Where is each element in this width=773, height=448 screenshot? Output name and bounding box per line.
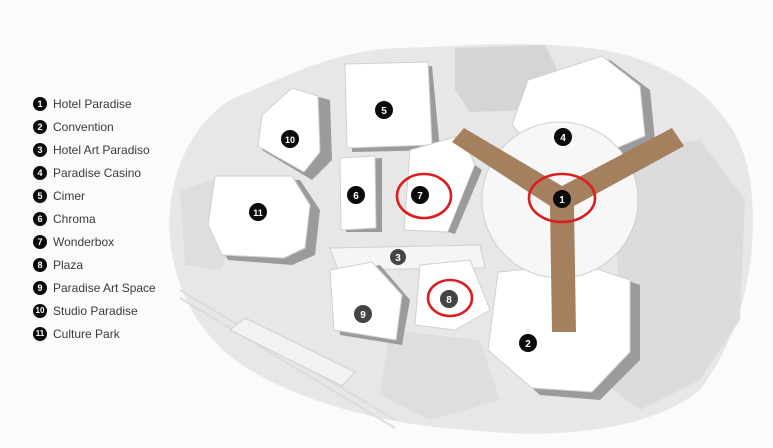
access-road (179, 289, 396, 429)
legend-label: Paradise Casino (53, 165, 142, 180)
marker-1[interactable]: 1 (553, 190, 571, 208)
legend-item[interactable]: 8 Plaza (33, 253, 156, 276)
legend-number: 6 (33, 211, 47, 226)
legend-item[interactable]: 3 Hotel Art Paradiso (33, 138, 156, 161)
legend-label: Culture Park (53, 326, 120, 341)
legend-number: 2 (33, 119, 47, 134)
marker-10[interactable]: 10 (281, 130, 299, 148)
marker-3[interactable]: 3 (390, 249, 406, 265)
svg-text:11: 11 (253, 208, 263, 218)
svg-text:1: 1 (559, 195, 565, 206)
legend-label: Wonderbox (53, 234, 115, 249)
map-markers: 1 2 3 4 5 6 7 8 9 10 11 (249, 101, 572, 352)
legend-label: Studio Paradise (53, 303, 138, 318)
svg-text:9: 9 (360, 310, 366, 321)
svg-text:8: 8 (446, 295, 452, 306)
legend-item[interactable]: 7 Wonderbox (33, 230, 156, 253)
legend-number: 7 (33, 234, 47, 249)
legend-number: 8 (33, 257, 47, 272)
svg-text:6: 6 (353, 191, 359, 202)
svg-text:10: 10 (285, 135, 295, 145)
legend-label: Cimer (53, 188, 85, 203)
legend-item[interactable]: 1 Hotel Paradise (33, 92, 156, 115)
legend-label: Hotel Art Paradiso (53, 142, 150, 157)
legend-item[interactable]: 4 Paradise Casino (33, 161, 156, 184)
legend-number: 9 (33, 280, 47, 295)
legend-label: Paradise Art Space (53, 280, 156, 295)
legend-label: Hotel Paradise (53, 96, 132, 111)
marker-6[interactable]: 6 (347, 186, 365, 204)
legend-number: 3 (33, 142, 47, 157)
legend-label: Chroma (53, 211, 96, 226)
legend-item[interactable]: 5 Cimer (33, 184, 156, 207)
legend-item[interactable]: 2 Convention (33, 115, 156, 138)
marker-8[interactable]: 8 (440, 290, 458, 308)
legend-item[interactable]: 10 Studio Paradise (33, 299, 156, 322)
highlight-wonderbox (395, 172, 453, 220)
legend-number: 4 (33, 165, 47, 180)
svg-text:3: 3 (395, 253, 401, 264)
marker-7[interactable]: 7 (411, 186, 429, 204)
hotel-paradise-walkway (452, 128, 684, 332)
marker-11[interactable]: 11 (249, 203, 267, 221)
legend-number: 11 (33, 326, 47, 341)
legend-label: Convention (53, 119, 114, 134)
svg-text:4: 4 (560, 133, 566, 144)
highlight-plaza (426, 278, 474, 318)
svg-text:7: 7 (417, 191, 423, 202)
svg-text:5: 5 (381, 106, 387, 117)
highlight-circles (395, 172, 597, 318)
marker-5[interactable]: 5 (375, 101, 393, 119)
legend-number: 5 (33, 188, 47, 203)
marker-2[interactable]: 2 (519, 334, 537, 352)
legend-label: Plaza (53, 257, 84, 272)
highlight-hotel-paradise (527, 172, 597, 224)
legend-number: 10 (33, 303, 47, 318)
map-legend: 1 Hotel Paradise 2 Convention 3 Hotel Art P… (33, 92, 156, 345)
legend-item[interactable]: 6 Chroma (33, 207, 156, 230)
marker-4[interactable]: 4 (554, 128, 572, 146)
legend-item[interactable]: 11 Culture Park (33, 322, 156, 345)
marker-9[interactable]: 9 (354, 305, 372, 323)
svg-text:2: 2 (525, 339, 531, 350)
legend-number: 1 (33, 96, 47, 111)
legend-item[interactable]: 9 Paradise Art Space (33, 276, 156, 299)
